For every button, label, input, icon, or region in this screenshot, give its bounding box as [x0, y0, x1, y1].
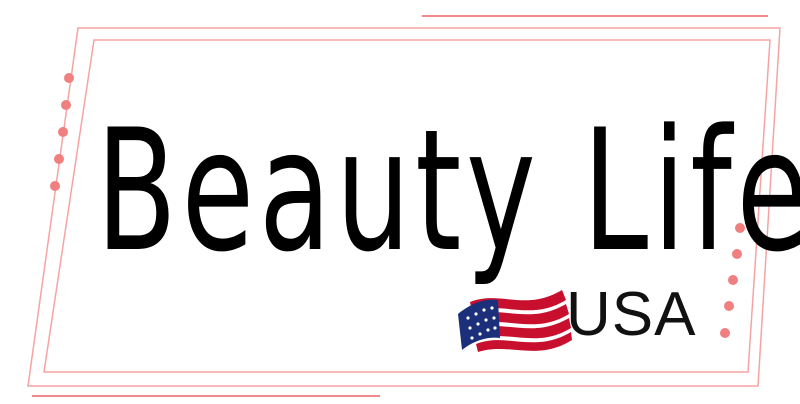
country-label: USA	[566, 280, 697, 349]
outer-frame	[27, 27, 781, 387]
inner-frame	[43, 39, 771, 373]
us-flag-icon	[458, 290, 572, 352]
right-dots	[720, 223, 745, 338]
brand-title: Beauty Life	[96, 93, 800, 289]
left-dots	[50, 73, 74, 191]
